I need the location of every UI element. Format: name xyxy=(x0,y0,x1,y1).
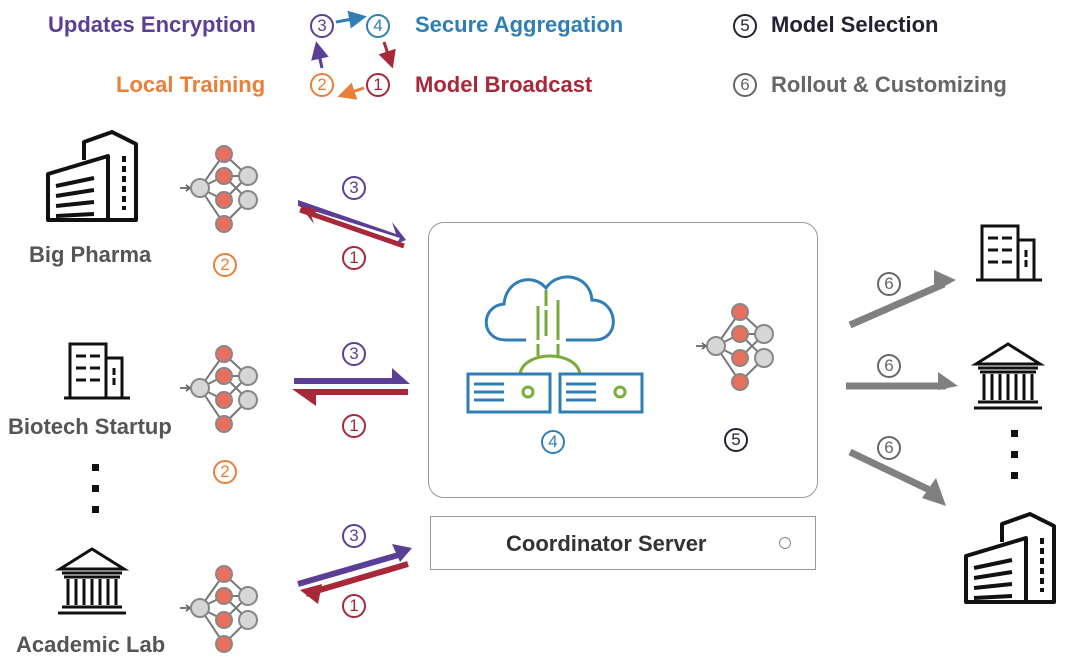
arrow-3-to-4 xyxy=(335,10,367,29)
ellipsis-dot xyxy=(92,485,99,492)
step-badge-3: 3 xyxy=(342,524,366,548)
step-badge-1: 1 xyxy=(342,594,366,618)
arrow-1-to-2 xyxy=(337,82,365,100)
upload-arrow-3 xyxy=(298,200,406,244)
secure-aggregation-cloud-icon xyxy=(466,275,644,414)
participant-academic-lab: Academic Lab xyxy=(16,632,166,657)
step-badge-1: 1 xyxy=(342,414,366,438)
upload-arrow-3 xyxy=(297,544,412,587)
ellipsis-dot xyxy=(1011,472,1018,479)
step-badge-3: 3 xyxy=(342,342,366,366)
ellipsis-dot xyxy=(92,506,99,513)
legend-badge-6: 6 xyxy=(733,73,757,97)
participant-biotech-startup: Biotech Startup xyxy=(8,414,172,439)
step-badge-6: 6 xyxy=(877,354,901,378)
ellipsis-dot xyxy=(92,464,99,471)
broadcast-arrow-1 xyxy=(300,561,409,604)
coordinator-server-label: Coordinator Server xyxy=(506,531,707,556)
legend-badge-5: 5 xyxy=(733,14,757,38)
rollout-arrow-6 xyxy=(846,372,958,390)
legend-secure-aggregation: Secure Aggregation xyxy=(415,12,624,37)
big-pharma-building-icon xyxy=(964,512,1056,604)
aggregation-server-panel xyxy=(428,222,818,498)
global-model-network-icon xyxy=(695,303,774,391)
rollout-arrow-6 xyxy=(848,448,946,506)
arrow-2-to-3 xyxy=(311,41,329,69)
status-indicator-icon xyxy=(779,537,791,549)
broadcast-arrow-1 xyxy=(292,389,408,406)
coordinator-server-box xyxy=(430,516,816,570)
legend-cycle-arrows xyxy=(311,10,396,100)
legend-badge-1: 1 xyxy=(366,73,390,97)
legend-model-broadcast: Model Broadcast xyxy=(415,72,593,97)
ellipsis-dot xyxy=(1011,430,1018,437)
startup-building-icon xyxy=(974,224,1044,282)
participant-big-pharma: Big Pharma xyxy=(29,242,152,267)
ellipsis-dot xyxy=(1011,451,1018,458)
broadcast-arrow-1 xyxy=(299,206,405,250)
legend-model-selection: Model Selection xyxy=(771,12,939,37)
step-badge-5: 5 xyxy=(724,428,748,452)
step-badge-6: 6 xyxy=(877,436,901,460)
legend-badge-3: 3 xyxy=(310,14,334,38)
step-badge-2: 2 xyxy=(213,253,237,277)
rollout-arrow-6 xyxy=(848,270,956,329)
upload-arrow-3 xyxy=(294,368,410,384)
arrow-4-to-1 xyxy=(378,41,396,69)
step-badge-6: 6 xyxy=(877,272,901,296)
legend-local-training: Local Training xyxy=(116,72,266,97)
step-badge-2: 2 xyxy=(213,460,237,484)
legend-badge-4: 4 xyxy=(366,14,390,38)
legend-rollout-customizing: Rollout & Customizing xyxy=(771,72,1007,97)
legend-updates-encryption: Updates Encryption xyxy=(48,12,256,37)
academic-institution-icon xyxy=(972,342,1044,410)
step-badge-3: 3 xyxy=(342,176,366,200)
step-badge-1: 1 xyxy=(342,246,366,270)
step-badge-4: 4 xyxy=(541,430,565,454)
legend-badge-2: 2 xyxy=(310,73,334,97)
